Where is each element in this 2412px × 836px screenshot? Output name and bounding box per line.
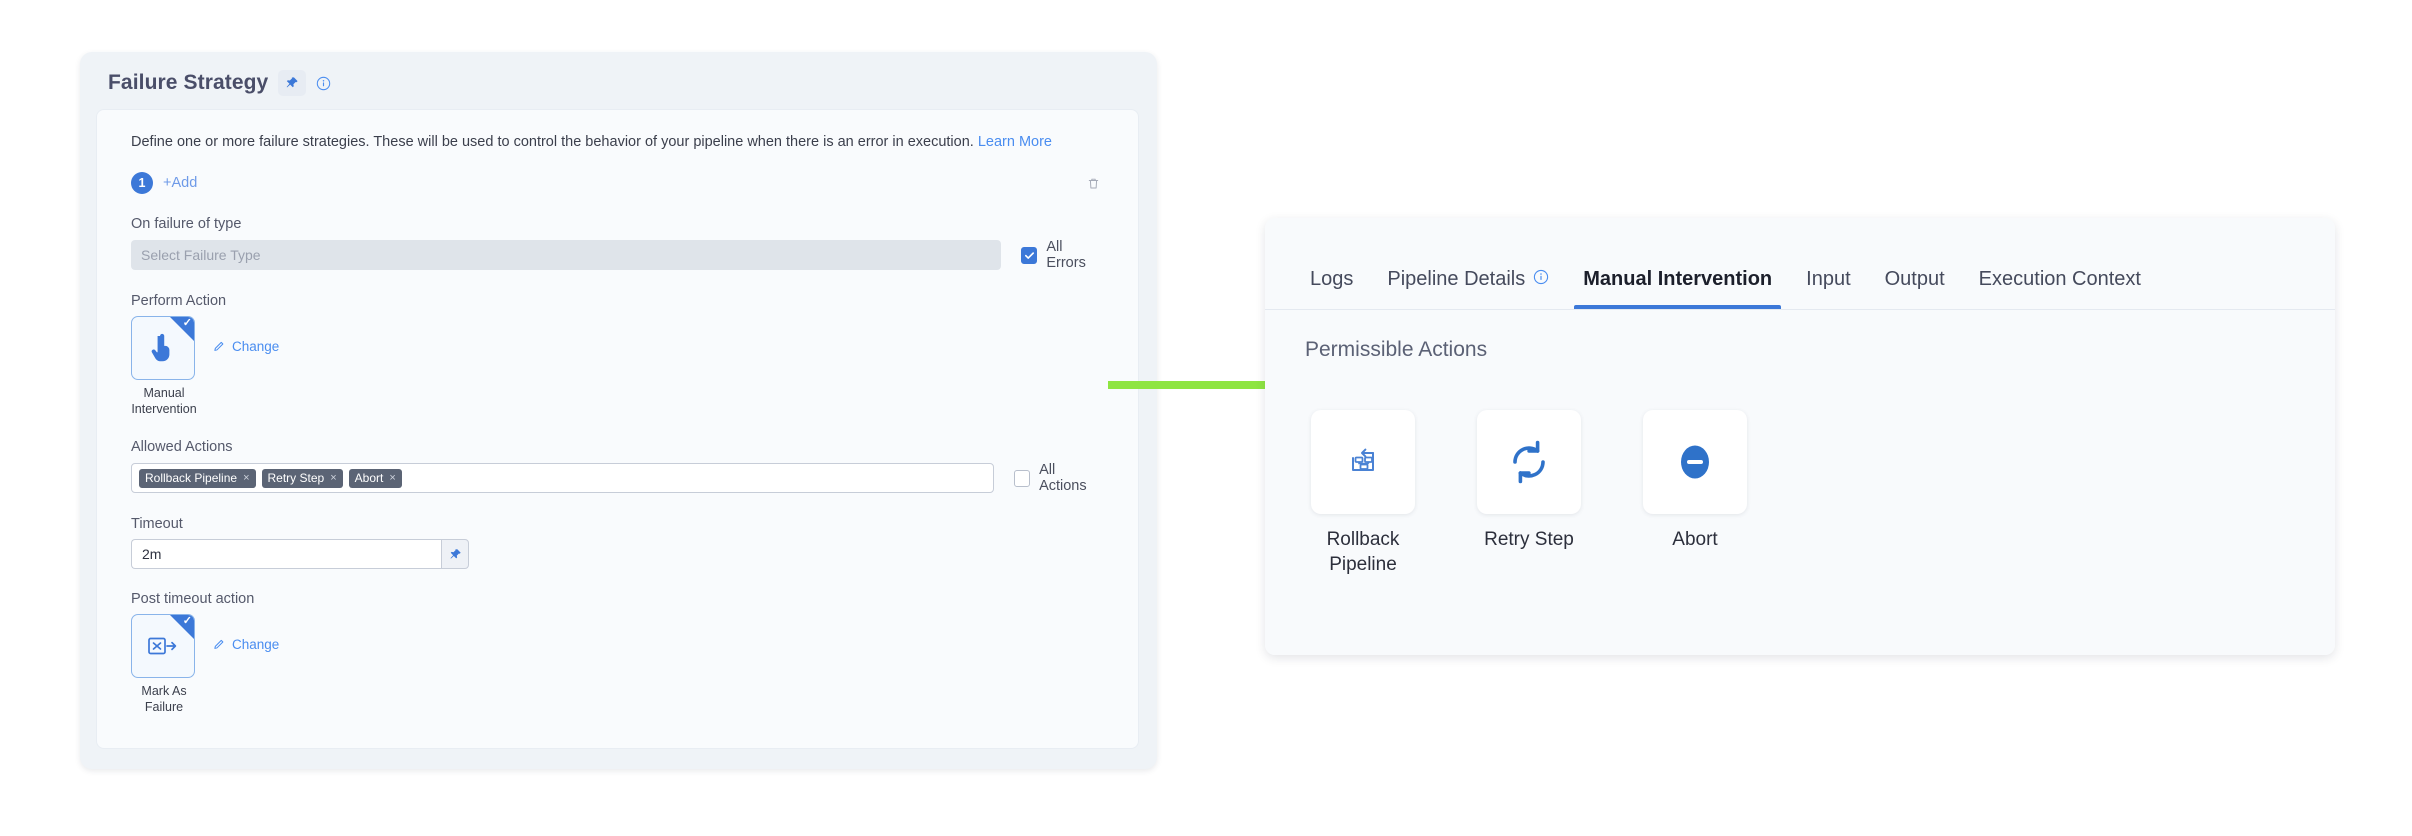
retry-step-button[interactable] [1477,410,1581,514]
learn-more-link[interactable]: Learn More [977,134,1052,150]
all-actions-checkbox[interactable]: All Actions [1013,462,1105,495]
trash-icon[interactable] [1082,172,1104,194]
tab-label: Pipeline Details [1387,268,1526,290]
caption-line-1: Mark As [141,684,187,699]
caption-line-2: Failure [144,699,184,714]
allowed-actions-label: Allowed Actions [131,439,233,456]
pencil-icon [214,341,224,351]
timeout-pin-icon[interactable] [441,539,469,570]
permissible-actions-list: Rollback Pipeline Retry Ste [1305,410,2295,577]
timeout-input[interactable]: 2m [131,539,441,570]
tab-bar: Logs Pipeline Details Manual Interventio… [1265,218,2335,310]
rollback-pipeline-icon [1352,448,1374,471]
tab-label: Logs [1310,268,1354,290]
caption-line-1: Retry Step [1484,529,1574,550]
tab-pipeline-details[interactable]: Pipeline Details [1370,268,1566,309]
change-post-timeout-action-button[interactable]: Change [213,637,279,652]
permissible-actions-section: Permissible Actions [1265,310,2335,655]
failure-strategy-panel: Failure Strategy Define one or more fail… [80,52,1157,769]
permissible-action-caption: Rollback Pipeline [1311,528,1415,577]
timeout-row: 2m [131,539,1104,570]
all-actions-checkbox-box[interactable] [1013,469,1031,487]
abort-button[interactable] [1643,410,1747,514]
perform-action-row: ✓ Manual Intervention [131,316,1104,417]
post-timeout-tile-col: ✓ Mark As Failure [131,614,197,715]
caption-line-1: Abort [1672,529,1718,550]
check-icon: ✓ [182,317,192,330]
caption-line-2: Pipeline [1329,553,1397,575]
caption-line-1: Manual [143,386,185,401]
manual-intervention-caption: Manual Intervention [131,386,197,417]
pencil-icon [214,640,224,650]
manual-intervention-hand-icon [151,333,170,362]
failure-strategy-card: Define one or more failure strategies. T… [96,109,1139,749]
perform-action-label: Perform Action [131,293,227,310]
caption-line-1: Rollback [1326,529,1400,550]
mark-as-failure-caption: Mark As Failure [131,684,197,715]
tab-manual-intervention[interactable]: Manual Intervention [1566,268,1789,309]
tag-chip[interactable]: Retry Step × [261,468,343,488]
manual-intervention-tile[interactable]: ✓ [131,316,195,381]
permissible-action-item: Retry Step [1477,410,1581,577]
tab-logs[interactable]: Logs [1293,268,1370,309]
tag-remove-icon[interactable]: × [243,472,250,485]
selected-corner-badge [170,615,194,640]
mark-as-failure-icon [148,637,177,655]
tag-remove-icon[interactable]: × [389,472,396,485]
all-errors-label: All Errors [1046,239,1086,272]
description-text: Define one or more failure strategies. T… [131,134,974,150]
section-title: Permissible Actions [1305,338,1488,361]
post-timeout-label: Post timeout action [131,591,255,608]
tag-chip[interactable]: Abort × [348,468,402,488]
tag-remove-icon[interactable]: × [330,472,337,485]
on-failure-label: On failure of type [131,216,242,233]
tag-label: Retry Step [267,471,325,486]
permissible-action-item: Rollback Pipeline [1311,410,1415,577]
all-errors-checkbox[interactable]: All Errors [1020,239,1104,272]
tab-input[interactable]: Input [1789,268,1867,309]
page-title: Failure Strategy [108,71,269,94]
timeout-label: Timeout [131,516,183,533]
tab-output[interactable]: Output [1868,268,1962,309]
tab-label: Output [1884,268,1945,290]
tab-label: Manual Intervention [1583,268,1773,290]
allowed-actions-row: Rollback Pipeline × Retry Step × Abort × [131,462,1104,494]
info-icon[interactable] [316,76,331,91]
allowed-actions-input[interactable]: Rollback Pipeline × Retry Step × Abort × [131,463,994,494]
tag-label: Abort [354,471,384,486]
post-timeout-action-row: ✓ Mark As Failure [131,614,1104,715]
all-actions-label: All Actions [1039,462,1087,495]
mark-as-failure-tile[interactable]: ✓ [131,614,195,679]
pin-icon[interactable] [278,70,307,96]
permissible-action-caption: Retry Step [1477,528,1581,553]
tab-execution-context[interactable]: Execution Context [1962,268,2158,309]
strategy-index-badge: 1 [131,172,153,195]
tab-label: Execution Context [1978,268,2141,290]
change-label: Change [232,339,280,355]
change-label: Change [232,637,280,653]
permissible-action-caption: Abort [1643,528,1747,553]
permissible-action-item: Abort [1643,410,1747,577]
add-strategy-button[interactable]: +Add [163,175,198,192]
retry-step-icon [1513,440,1545,484]
caption-line-2: Intervention [131,401,197,416]
change-perform-action-button[interactable]: Change [213,339,279,354]
panel-header: Failure Strategy [80,52,1157,108]
abort-icon [1681,445,1709,479]
perform-action-tile-col: ✓ Manual Intervention [131,316,197,417]
tab-label: Input [1806,268,1851,290]
rollback-pipeline-button[interactable] [1311,410,1415,514]
execution-detail-panel: Logs Pipeline Details Manual Interventio… [1265,218,2335,655]
check-icon: ✓ [182,615,192,628]
failure-type-row: Select Failure Type All Errors [131,239,1104,271]
tag-label: Rollback Pipeline [145,471,238,486]
green-arrow-annotation [1108,368,1328,407]
failure-type-select[interactable]: Select Failure Type [131,240,1001,271]
strategy-add-row: 1 +Add [131,172,1104,195]
panel-description: Define one or more failure strategies. T… [131,132,1104,153]
selected-corner-badge [170,317,194,342]
info-icon[interactable] [1533,268,1549,291]
all-errors-checkbox-box[interactable] [1020,246,1038,264]
tag-chip[interactable]: Rollback Pipeline × [139,468,256,488]
